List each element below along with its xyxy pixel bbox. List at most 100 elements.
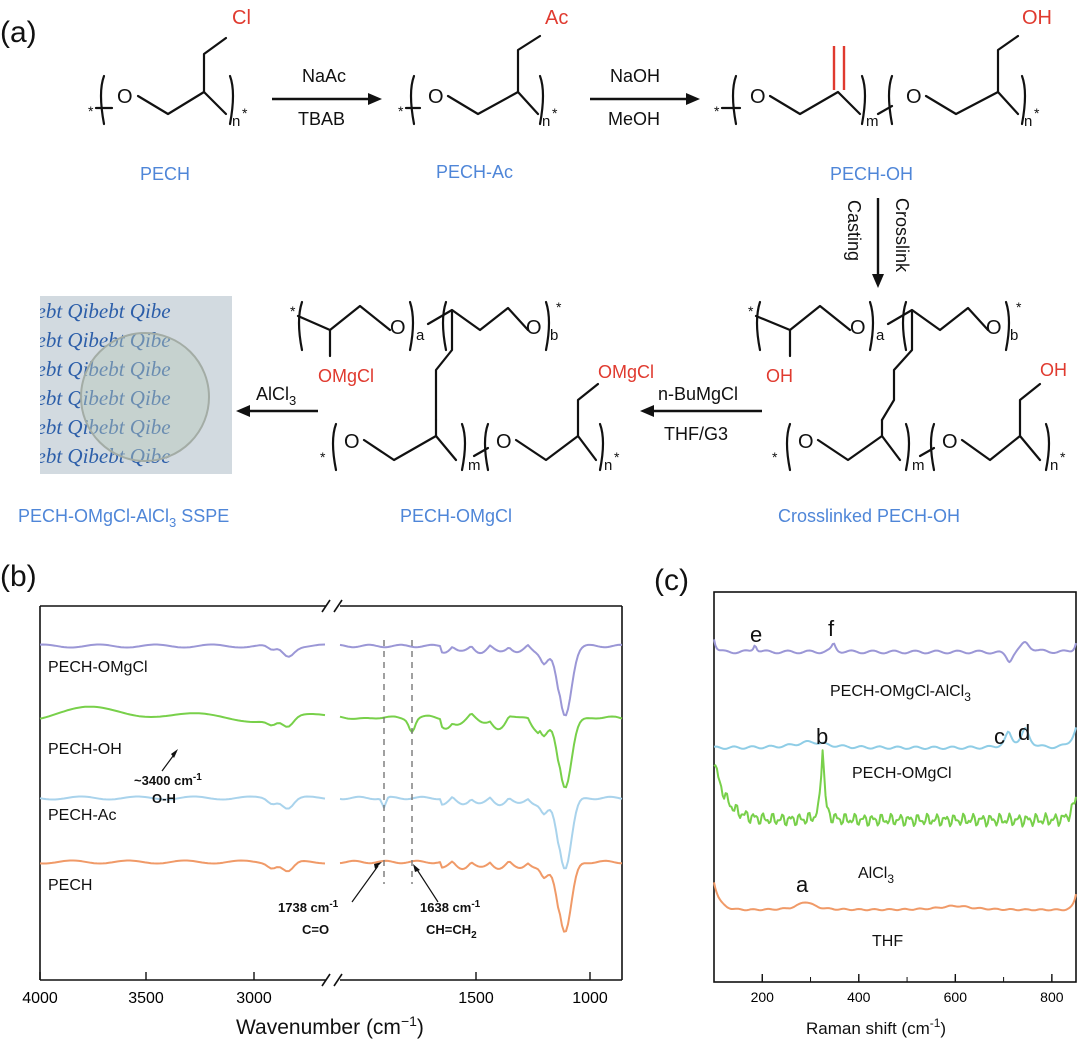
svg-text:O: O bbox=[942, 431, 958, 453]
legend-pech-oh: PECH-OH bbox=[48, 741, 122, 758]
oxygen: O bbox=[117, 86, 133, 108]
svg-text:*: * bbox=[242, 105, 248, 121]
photo-text-row: bebt Qibebt Qibe bbox=[26, 357, 171, 381]
svg-text:n: n bbox=[542, 113, 550, 130]
svg-text:C=O: C=O bbox=[302, 922, 329, 937]
panel-a-tag: (a) bbox=[0, 16, 37, 49]
svg-text:O: O bbox=[850, 317, 866, 339]
raman-series-3 bbox=[713, 882, 1077, 912]
svg-text:n: n bbox=[604, 457, 612, 474]
reaction-arrow-3: Casting Crosslink bbox=[844, 198, 912, 288]
svg-text:a: a bbox=[416, 327, 425, 344]
legend-pech-omgcl: PECH-OMgCl bbox=[48, 659, 148, 676]
svg-text:*: * bbox=[556, 299, 562, 315]
raman-series-2 bbox=[713, 749, 1077, 828]
panel-b-tag: (b) bbox=[0, 560, 37, 593]
peak-label-c: c bbox=[994, 724, 1005, 749]
svg-text:*: * bbox=[1034, 105, 1040, 121]
svg-text:*: * bbox=[398, 103, 404, 119]
svg-text:*: * bbox=[320, 449, 326, 465]
photo-text-row: bebt Qibebt Qibe bbox=[26, 415, 171, 439]
reagent-alcl3: AlCl3 bbox=[256, 384, 296, 408]
svg-text:O: O bbox=[526, 317, 542, 339]
svg-text:*: * bbox=[1060, 449, 1066, 465]
ftir-x-tick-label: 1500 bbox=[458, 990, 494, 1007]
ftir-series-2 bbox=[39, 795, 623, 870]
svg-text:CH=CH2: CH=CH2 bbox=[426, 922, 477, 941]
crosslink-label: Crosslink bbox=[892, 198, 912, 273]
svg-text:~3400 cm-1: ~3400 cm-1 bbox=[134, 772, 202, 788]
svg-text:O: O bbox=[428, 86, 444, 108]
sspe-label: PECH-OMgCl-AlCl3 SSPE bbox=[18, 506, 229, 530]
legend-sspe: PECH-OMgCl-AlCl3 bbox=[830, 683, 971, 704]
legend-pech-omgcl-raman: PECH-OMgCl bbox=[852, 765, 952, 782]
svg-text:*: * bbox=[748, 303, 754, 319]
reagent-tbab: TBAB bbox=[298, 109, 345, 129]
svg-text:1738 cm-1: 1738 cm-1 bbox=[278, 899, 339, 915]
reagent-naac: NaAc bbox=[302, 66, 346, 86]
raman-series-1 bbox=[713, 727, 1077, 750]
peak-label-b: b bbox=[816, 724, 828, 749]
crosslinked-label: Crosslinked PECH-OH bbox=[778, 506, 960, 526]
svg-text:b: b bbox=[550, 327, 558, 344]
reaction-arrow-5: AlCl3 bbox=[236, 384, 318, 417]
pech-oh-structure: * O m O OH n * bbox=[714, 7, 1052, 130]
reagent-naoh: NaOH bbox=[610, 66, 660, 86]
ftir-x-tick-label: 3500 bbox=[128, 990, 164, 1007]
svg-text:*: * bbox=[1016, 299, 1022, 315]
ftir-series-3 bbox=[39, 859, 622, 933]
ac-group: Ac bbox=[545, 7, 568, 29]
svg-text:O: O bbox=[344, 431, 360, 453]
pech-omgcl-structure: * OMgCl O a O b * * O m O OMgCl n * bbox=[290, 299, 654, 474]
reaction-arrow-4: n-BuMgCl THF/G3 bbox=[640, 384, 762, 444]
annotation-co: 1738 cm-1 C=O bbox=[278, 862, 382, 937]
svg-text:*: * bbox=[614, 449, 620, 465]
oh-group-crosslink: OH bbox=[766, 366, 793, 386]
peak-label-f: f bbox=[828, 616, 835, 641]
svg-text:*: * bbox=[290, 303, 296, 319]
reaction-arrow-2: NaOH MeOH bbox=[590, 66, 700, 129]
legend-pech: PECH bbox=[48, 877, 92, 894]
legend-alcl3: AlCl3 bbox=[858, 865, 894, 886]
ftir-x-tick-label: 3000 bbox=[236, 990, 272, 1007]
svg-text:O: O bbox=[390, 317, 406, 339]
peak-label-a: a bbox=[796, 872, 809, 897]
ftir-series-1 bbox=[39, 705, 623, 789]
pech-ac-structure: * O Ac n * bbox=[398, 7, 568, 130]
cl-group: Cl bbox=[232, 7, 251, 29]
svg-text:n: n bbox=[232, 113, 240, 130]
ftir-x-tick-label: 1000 bbox=[572, 990, 608, 1007]
legend-thf: THF bbox=[872, 933, 903, 950]
raman-x-tick-label: 800 bbox=[1040, 989, 1064, 1005]
casting-label: Casting bbox=[844, 200, 864, 261]
svg-text:O: O bbox=[750, 86, 766, 108]
crosslinked-structure: * OH O a O b * * O m O OH n * bbox=[748, 299, 1067, 474]
omgcl-group-side: OMgCl bbox=[598, 362, 654, 382]
svg-text:*: * bbox=[552, 105, 558, 121]
svg-text:b: b bbox=[1010, 327, 1018, 344]
pech-ac-label: PECH-Ac bbox=[436, 162, 513, 182]
pech-label: PECH bbox=[140, 164, 190, 184]
svg-text:1638 cm-1: 1638 cm-1 bbox=[420, 899, 481, 915]
svg-text:a: a bbox=[876, 327, 885, 344]
raman-x-tick-label: 400 bbox=[847, 989, 871, 1005]
pech-oh-label: PECH-OH bbox=[830, 164, 913, 184]
legend-pech-ac: PECH-Ac bbox=[48, 807, 116, 824]
peak-label-d: d bbox=[1018, 720, 1030, 745]
pech-structure: * O Cl n * bbox=[88, 7, 251, 130]
svg-text:O-H: O-H bbox=[152, 791, 176, 806]
raman-x-tick-label: 600 bbox=[944, 989, 968, 1005]
svg-text:*: * bbox=[772, 449, 778, 465]
annotation-ch: 1638 cm-1 CH=CH2 bbox=[413, 864, 481, 941]
svg-text:m: m bbox=[912, 457, 925, 474]
raman-series-0 bbox=[713, 639, 1077, 664]
ftir-x-axis-label: Wavenumber (cm−1) bbox=[236, 1013, 424, 1039]
reagent-thf-g3: THF/G3 bbox=[664, 424, 728, 444]
pech-omgcl-label: PECH-OMgCl bbox=[400, 506, 512, 526]
peak-label-e: e bbox=[750, 622, 762, 647]
oh-group-side: OH bbox=[1040, 360, 1067, 380]
